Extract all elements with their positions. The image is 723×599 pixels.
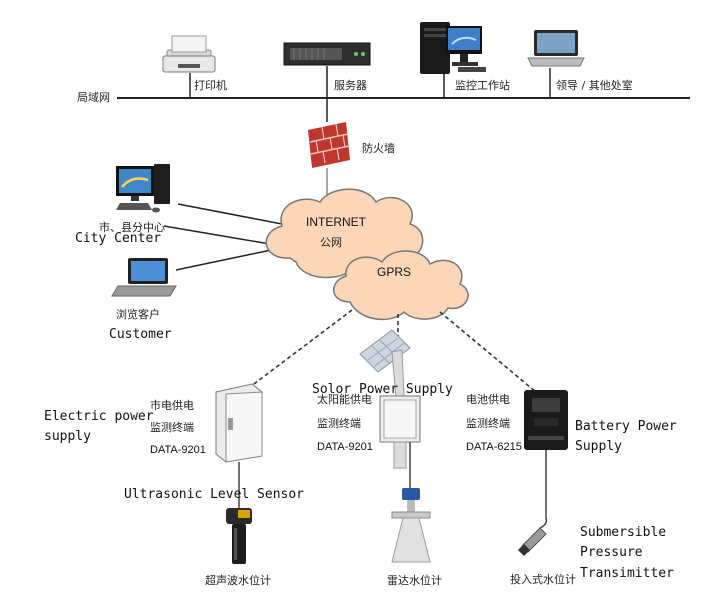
terminal-2-power-en: Solor Power Supply: [312, 382, 453, 397]
radar-sensor-icon: [391, 488, 431, 563]
terminal-2-model: DATA-9201: [317, 441, 373, 453]
office-label: 领导 / 其他处室: [556, 78, 633, 92]
sensor-3-cn-label: 投入式水位计: [510, 572, 576, 586]
customer-cn-label: 浏览客户: [116, 307, 160, 321]
solar-panel-icon: [359, 329, 411, 399]
workstation-label: 监控工作站: [455, 78, 510, 92]
sensor-3-en-label-2: Pressure: [580, 545, 643, 560]
server-label: 服务器: [334, 79, 367, 92]
terminal-3-model: DATA-6215: [466, 441, 522, 453]
sensor-1-cn-label: 超声波水位计: [205, 573, 271, 587]
terminal-3-power-en-1: Battery Power: [575, 419, 677, 434]
customer-en-label: Customer: [109, 327, 172, 342]
city-center-en-label: City Center: [75, 231, 161, 246]
laptop-icon: [527, 30, 585, 67]
sensor-1-en-label: Ultrasonic Level Sensor: [124, 487, 304, 502]
gprs-cloud: [333, 250, 469, 321]
terminal-1-power-en-2: supply: [44, 429, 91, 444]
terminal-cabinet-2-icon: [379, 395, 421, 488]
gprs-label: GPRS: [377, 265, 411, 279]
lan-bus: [117, 66, 690, 196]
sensor-2-cn-label: 雷达水位计: [387, 573, 442, 587]
desktop-computer-icon: [116, 164, 170, 213]
printer-icon: [162, 35, 216, 73]
terminal-3-terminal-cn: 监测终端: [466, 416, 510, 430]
firewall-icon: [308, 122, 350, 168]
printer-label: 打印机: [194, 78, 227, 92]
workstation-icon: [420, 22, 486, 74]
battery-terminal-icon: [524, 390, 568, 518]
terminal-3-power-en-2: Supply: [575, 439, 622, 454]
terminal-cabinet-1-icon: [215, 383, 263, 510]
ultrasonic-sensor-icon: [226, 508, 252, 564]
server-icon: [283, 42, 371, 66]
sensor-3-en-label-3: Transimitter: [580, 566, 674, 581]
terminal-1-power-cn: 市电供电: [150, 398, 194, 412]
submersible-sensor-icon: [518, 517, 548, 556]
terminal-2-power-cn: 太阳能供电: [317, 392, 372, 406]
terminal-1-terminal-cn: 监测终端: [150, 420, 194, 434]
firewall-label: 防火墙: [362, 141, 395, 155]
terminal-2-terminal-cn: 监测终端: [317, 416, 361, 430]
terminal-1-power-en-1: Electric power: [44, 409, 154, 424]
terminal-1-model: DATA-9201: [150, 444, 206, 456]
city-center-cn-label: 市、县分中心: [99, 220, 165, 234]
internet-label: INTERNET: [306, 215, 367, 229]
lan-label: 局域网: [77, 91, 110, 104]
sensor-3-en-label-1: Submersible: [580, 525, 666, 540]
internet-sub-label: 公网: [320, 236, 342, 249]
customer-laptop-icon: [111, 258, 177, 297]
terminal-3-power-cn: 电池供电: [466, 392, 510, 406]
